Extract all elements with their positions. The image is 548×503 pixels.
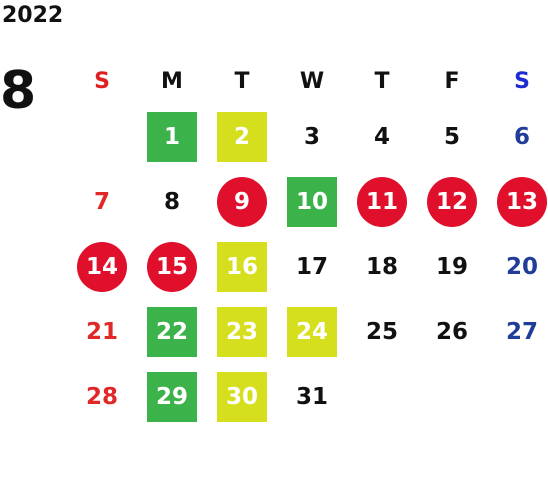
day-number: 7 — [93, 188, 110, 215]
day-cell-6: 6 — [487, 104, 548, 169]
day-number: 18 — [365, 253, 398, 280]
day-number: 21 — [85, 318, 118, 345]
day-cell-13: 13 — [487, 169, 548, 234]
day-number: 31 — [295, 383, 328, 410]
day-cell-24: 24 — [277, 299, 347, 364]
day-number: 23 — [217, 306, 267, 357]
day-number: 9 — [217, 176, 267, 227]
day-cell-17: 17 — [277, 234, 347, 299]
day-cell-5: 5 — [417, 104, 487, 169]
day-cell-14: 14 — [67, 234, 137, 299]
day-cell-29: 29 — [137, 364, 207, 429]
day-cell-30: 30 — [207, 364, 277, 429]
day-cell-10: 10 — [277, 169, 347, 234]
day-cell-11: 11 — [347, 169, 417, 234]
day-cell-2: 2 — [207, 104, 277, 169]
day-number: 30 — [217, 371, 267, 422]
day-number: 26 — [435, 318, 468, 345]
weekday-header-wednesday: W — [299, 68, 325, 94]
day-number: 4 — [373, 123, 390, 150]
day-number: 15 — [147, 241, 197, 292]
day-cell-4: 4 — [347, 104, 417, 169]
day-cell-25: 25 — [347, 299, 417, 364]
day-number: 11 — [357, 176, 407, 227]
day-number: 20 — [505, 253, 538, 280]
day-cell-21: 21 — [67, 299, 137, 364]
day-number: 6 — [513, 123, 530, 150]
day-number: 3 — [303, 123, 320, 150]
weekday-header-saturday: S — [514, 68, 530, 94]
day-number: 12 — [427, 176, 477, 227]
day-cell-23: 23 — [207, 299, 277, 364]
day-cell-20: 20 — [487, 234, 548, 299]
day-cell-19: 19 — [417, 234, 487, 299]
day-number: 16 — [217, 241, 267, 292]
day-cell-18: 18 — [347, 234, 417, 299]
day-cell-31: 31 — [277, 364, 347, 429]
day-number: 5 — [443, 123, 460, 150]
day-number: 17 — [295, 253, 328, 280]
day-cell-3: 3 — [277, 104, 347, 169]
day-number: 19 — [435, 253, 468, 280]
day-cell-9: 9 — [207, 169, 277, 234]
day-cell-26: 26 — [417, 299, 487, 364]
day-number: 13 — [497, 176, 547, 227]
day-cell-7: 7 — [67, 169, 137, 234]
weekday-header-friday: F — [444, 68, 460, 94]
weekday-header-tuesday: T — [234, 68, 250, 94]
day-number: 24 — [287, 306, 337, 357]
day-number: 8 — [163, 188, 180, 215]
weekday-header-thursday: T — [374, 68, 390, 94]
weekday-header-sunday: S — [94, 68, 110, 94]
day-cell-15: 15 — [137, 234, 207, 299]
day-cell-12: 12 — [417, 169, 487, 234]
day-number: 22 — [147, 306, 197, 357]
day-number: 25 — [365, 318, 398, 345]
day-number: 27 — [505, 318, 538, 345]
day-cell-28: 28 — [67, 364, 137, 429]
weekday-header-monday: M — [161, 68, 183, 94]
day-number: 10 — [287, 176, 337, 227]
day-number: 14 — [77, 241, 127, 292]
day-cell-16: 16 — [207, 234, 277, 299]
day-cell-8: 8 — [137, 169, 207, 234]
day-number: 28 — [85, 383, 118, 410]
day-cell-1: 1 — [137, 104, 207, 169]
day-number: 2 — [217, 111, 267, 162]
day-cell-22: 22 — [137, 299, 207, 364]
day-number: 29 — [147, 371, 197, 422]
calendar-month: 8 — [0, 61, 37, 121]
day-number: 1 — [147, 111, 197, 162]
calendar-year: 2022 — [2, 3, 64, 28]
day-cell-27: 27 — [487, 299, 548, 364]
